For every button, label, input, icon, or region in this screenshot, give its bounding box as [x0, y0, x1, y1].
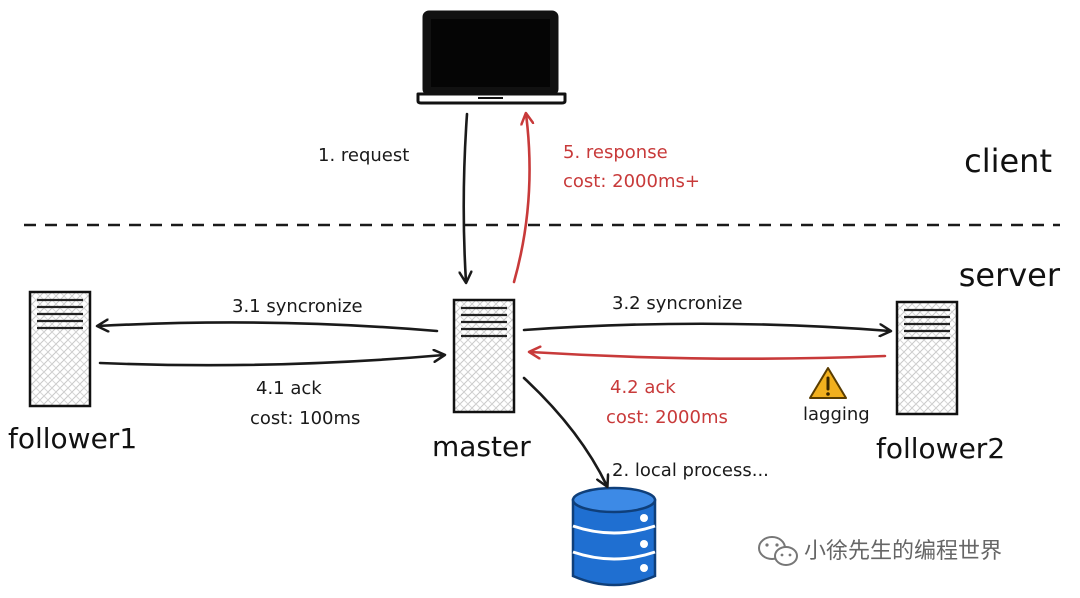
local-process-label: 2. local process... [612, 460, 769, 481]
sync1-arrow [98, 322, 439, 331]
sync1-label: 3.1 syncronize [232, 296, 363, 317]
watermark-text: 小徐先生的编程世界 [804, 539, 1002, 564]
sync2-label: 3.2 syncronize [612, 293, 743, 314]
sync2-arrow [522, 322, 890, 331]
local-process-arrow [522, 376, 607, 486]
lagging-label: lagging [803, 404, 870, 425]
server-follower2 [895, 300, 959, 416]
response-arrow [512, 114, 530, 284]
response-cost-label: cost: 2000ms+ [563, 171, 700, 192]
ack1-cost-label: cost: 100ms [250, 408, 360, 429]
ack1-label: 4.1 ack [256, 378, 322, 399]
warning-icon [809, 367, 847, 399]
ack2-arrow [530, 352, 887, 361]
response-label: 5. response [563, 142, 668, 163]
laptop-icon [416, 10, 567, 105]
node-label-follower1: follower1 [8, 422, 137, 455]
wechat-icon [758, 536, 798, 566]
request-arrow [464, 112, 467, 282]
server-follower1 [28, 290, 92, 408]
zone-label-client: client [964, 142, 1052, 180]
ack2-cost-label: cost: 2000ms [606, 407, 728, 428]
database-icon [571, 486, 657, 587]
zone-label-server: server [959, 256, 1061, 294]
node-label-follower2: follower2 [876, 432, 1005, 465]
ack2-label: 4.2 ack [610, 377, 676, 398]
server-master [452, 298, 516, 414]
node-label-master: master [432, 430, 531, 463]
request-label: 1. request [318, 145, 409, 166]
ack1-arrow [98, 355, 444, 367]
